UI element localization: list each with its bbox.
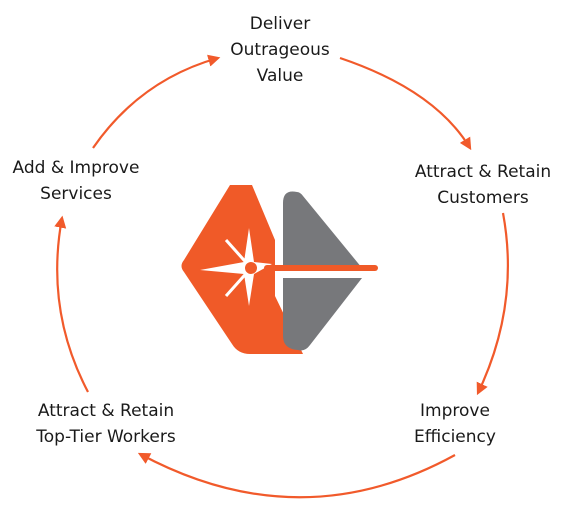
logo-gray-upper	[283, 191, 362, 268]
node-line: Add & Improve	[12, 158, 140, 178]
node-line: Attract & Retain	[37, 401, 175, 421]
arrow-workers-to-services	[54, 215, 89, 393]
node-line: Deliver	[249, 14, 311, 34]
node-line: Improve	[420, 401, 490, 421]
node-line: Value	[256, 66, 304, 86]
logo-star-rays	[224, 239, 253, 297]
node-improve-efficiency: Improve Efficiency	[414, 398, 496, 450]
arrow-value-to-customers	[339, 56, 472, 151]
node-line: Customers	[437, 188, 529, 208]
node-attract-retain-customers: Attract & Retain Customers	[415, 159, 551, 211]
logo-gray-lower	[283, 278, 362, 351]
node-line: Outrageous	[230, 40, 330, 60]
node-deliver-outrageous-value: Deliver Outrageous Value	[230, 11, 330, 89]
node-line: Top-Tier Workers	[36, 427, 176, 447]
arrow-customers-to-efficiency	[476, 212, 509, 396]
logo-center-dot	[245, 262, 257, 274]
arrow-services-to-value	[92, 54, 221, 149]
arrow-efficiency-to-workers	[137, 452, 456, 499]
node-add-improve-services: Add & Improve Services	[13, 155, 140, 207]
logo-star-burst	[200, 228, 272, 306]
node-line: Efficiency	[414, 427, 496, 447]
node-line: Services	[40, 184, 112, 204]
logo-beam	[264, 265, 378, 271]
node-line: Attract & Retain	[414, 162, 552, 182]
node-attract-retain-workers: Attract & Retain Top-Tier Workers	[36, 398, 175, 450]
